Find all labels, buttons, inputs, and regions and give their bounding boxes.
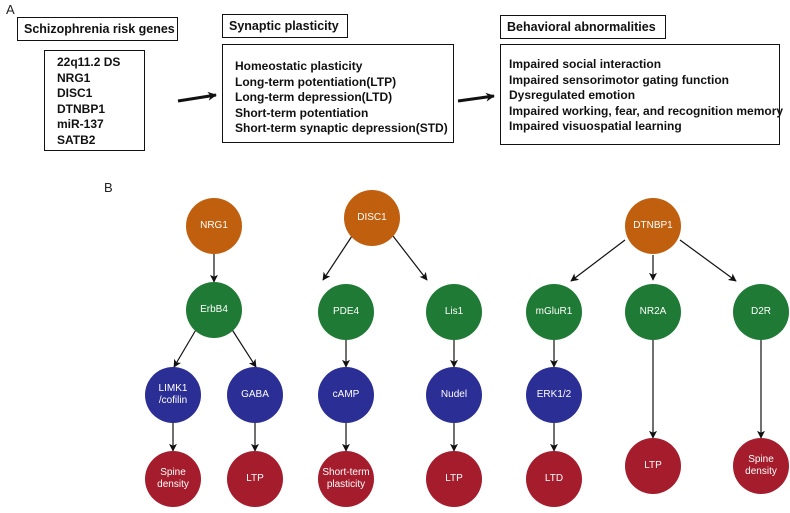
node-label: LTP bbox=[644, 460, 662, 471]
behavioral-list: Impaired social interaction Impaired sen… bbox=[500, 44, 784, 145]
node-label: LIMK1/cofilin bbox=[158, 383, 188, 406]
list-item: Impaired sensorimotor gating function bbox=[509, 72, 730, 87]
node-nr2a: NR2A bbox=[625, 284, 681, 340]
arrow-disc1-lis1 bbox=[392, 235, 428, 281]
node-mglur1: mGluR1 bbox=[526, 284, 582, 340]
node-dtnbp1: DTNBP1 bbox=[625, 198, 681, 254]
node-label: D2R bbox=[750, 306, 771, 317]
arrow-disc1-pde4 bbox=[322, 235, 353, 281]
list-item: SATB2 bbox=[57, 132, 96, 147]
node-label: ErbB4 bbox=[200, 304, 228, 315]
node-label: DISC1 bbox=[357, 212, 387, 223]
node-label: DTNBP1 bbox=[633, 220, 673, 231]
list-item: Short-term potentiation bbox=[235, 105, 369, 120]
arrow-erbb4-gaba bbox=[230, 327, 257, 368]
list-item: Impaired social interaction bbox=[509, 57, 662, 71]
arrow-dtnbp1-mglur1 bbox=[570, 239, 626, 282]
synaptic-plasticity-list: Homeostatic plasticity Long-term potenti… bbox=[222, 44, 454, 143]
node-label: GABA bbox=[241, 389, 269, 400]
node-erk: ERK1/2 bbox=[526, 367, 582, 423]
node-gaba: GABA bbox=[227, 367, 283, 423]
node-label: LTP bbox=[445, 473, 463, 484]
node-ltd: LTD bbox=[526, 451, 582, 507]
node-label: LTD bbox=[544, 473, 564, 484]
list-item: 22q11.2 DS bbox=[57, 55, 121, 69]
node-ltp3: LTP bbox=[625, 438, 681, 494]
list-item: Homeostatic plasticity bbox=[235, 59, 363, 73]
node-label: ERK1/2 bbox=[536, 389, 572, 400]
arrow-erbb4-limk1 bbox=[173, 327, 198, 368]
list-item: DTNBP1 bbox=[57, 101, 106, 116]
node-label: NR2A bbox=[639, 306, 667, 317]
list-item: DISC1 bbox=[57, 86, 93, 100]
node-label: Nudel bbox=[440, 389, 468, 400]
node-label: Lis1 bbox=[444, 306, 464, 317]
panel-b-label: B bbox=[104, 180, 113, 195]
node-disc1: DISC1 bbox=[344, 190, 400, 246]
node-label: cAMP bbox=[332, 389, 360, 400]
node-label: PDE4 bbox=[332, 306, 360, 317]
list-item: Impaired working, fear, and recognition … bbox=[509, 103, 784, 118]
list-item: Dysregulated emotion bbox=[509, 88, 636, 102]
node-ltp1: LTP bbox=[227, 451, 283, 507]
node-lis1: Lis1 bbox=[426, 284, 482, 340]
list-item: Long-term depression(LTD) bbox=[235, 90, 393, 104]
panel-a-label: A bbox=[6, 2, 15, 17]
node-d2r: D2R bbox=[733, 284, 789, 340]
list-item: miR-137 bbox=[57, 117, 104, 131]
node-nrg1: NRG1 bbox=[186, 198, 242, 254]
node-label: NRG1 bbox=[200, 220, 228, 231]
node-erbb4: ErbB4 bbox=[186, 282, 242, 338]
arrow-genes-to-plasticity bbox=[177, 91, 217, 103]
list-item: Short-term synaptic depression(STD) bbox=[235, 121, 448, 135]
arrow-plasticity-to-behavior bbox=[457, 92, 495, 103]
arrow-dtnbp1-d2r bbox=[679, 239, 737, 282]
node-ltp2: LTP bbox=[426, 451, 482, 507]
node-nudel: Nudel bbox=[426, 367, 482, 423]
node-label: mGluR1 bbox=[535, 306, 573, 317]
node-pde4: PDE4 bbox=[318, 284, 374, 340]
node-label: LTP bbox=[246, 473, 264, 484]
node-limk1: LIMK1/cofilin bbox=[145, 367, 201, 423]
synaptic-plasticity-title: Synaptic plasticity bbox=[222, 14, 348, 38]
behavioral-title: Behavioral abnormalities bbox=[500, 15, 666, 39]
list-item: NRG1 bbox=[57, 70, 91, 85]
list-item: Impaired visuospatial learning bbox=[509, 119, 682, 133]
list-item: Long-term potentiation(LTP) bbox=[235, 74, 397, 89]
node-camp: cAMP bbox=[318, 367, 374, 423]
risk-genes-title: Schizophrenia risk genes bbox=[17, 17, 178, 41]
risk-genes-list: 22q11.2 DS NRG1 DISC1 DTNBP1 miR-137 SAT… bbox=[44, 50, 145, 151]
